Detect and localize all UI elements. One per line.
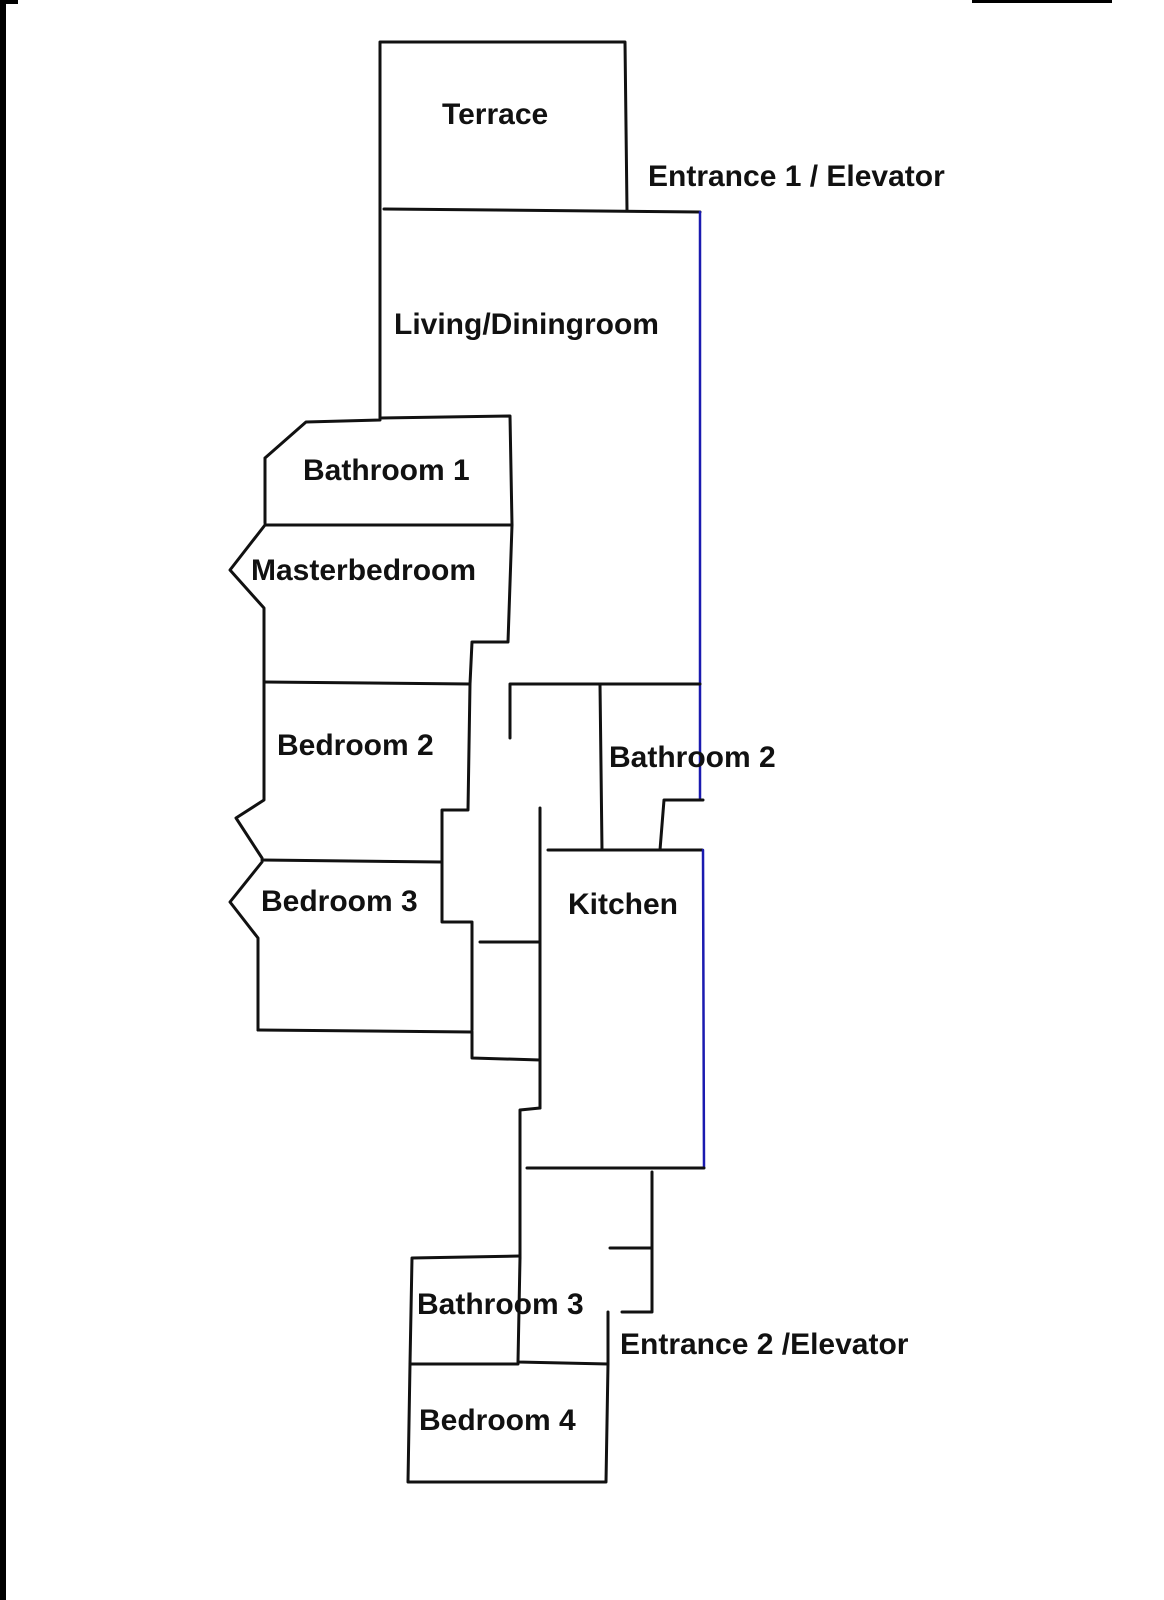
entrance2-label: Entrance 2 /Elevator xyxy=(620,1328,909,1361)
bedroom2-label: Bedroom 2 xyxy=(277,729,434,762)
bedroom3-walls xyxy=(228,860,474,1032)
kitchen-right-wall xyxy=(701,848,706,1170)
bedroom2-walls xyxy=(234,680,472,864)
living-dining-label: Living/Diningroom xyxy=(394,308,659,341)
bedroom3-bottom-wall xyxy=(256,1028,474,1034)
kitchen-label: Kitchen xyxy=(568,888,678,921)
masterbedroom-bedroom2-divider xyxy=(262,680,472,686)
terrace-label: Terrace xyxy=(442,98,548,131)
bedroom4-walls xyxy=(406,1362,610,1484)
hallway-walls xyxy=(470,682,702,1110)
bathroom2-label: Bathroom 2 xyxy=(609,741,776,774)
bedroom3-label: Bedroom 3 xyxy=(261,885,418,918)
bathroom3-label: Bathroom 3 xyxy=(417,1288,584,1321)
bathroom1-walls xyxy=(263,414,514,527)
page-edge-corner xyxy=(0,0,18,4)
entrance1-label: Entrance 1 / Elevator xyxy=(648,160,945,193)
page-edge-left xyxy=(0,0,6,1600)
kitchen-walls xyxy=(518,1106,706,1260)
living-right-wall-stub xyxy=(658,798,705,852)
lower-hallway-walls xyxy=(516,1170,654,1366)
terrace-walls xyxy=(378,40,702,420)
bedroom2-bedroom3-divider xyxy=(260,858,444,864)
bathroom1-label: Bathroom 1 xyxy=(303,454,470,487)
page-edge-top-mark xyxy=(972,0,1112,3)
bedroom4-label: Bedroom 4 xyxy=(419,1404,576,1437)
masterbedroom-label: Masterbedroom xyxy=(251,554,476,587)
bathroom2-walls xyxy=(546,682,704,852)
masterbedroom-walls xyxy=(228,523,514,686)
